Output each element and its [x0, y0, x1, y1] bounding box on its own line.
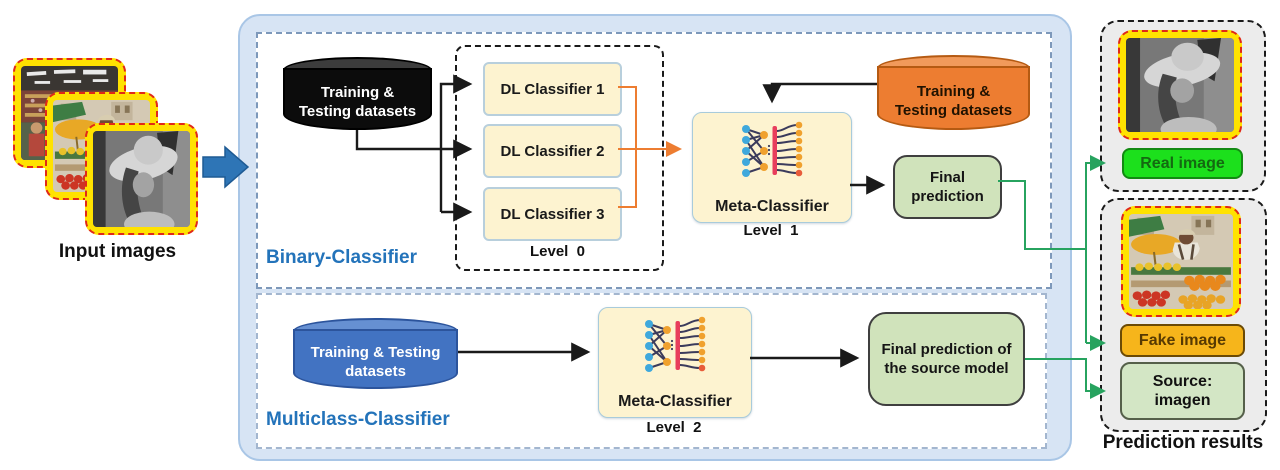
source-model-tag: Source: imagen — [1120, 362, 1245, 420]
prediction-results-label: Prediction results — [1102, 432, 1264, 453]
multiclass-datasets-text: Training & Testing datasets — [310, 343, 441, 380]
multiclass-classifier-label: Multiclass-Classifier — [266, 409, 450, 430]
binary-meta-label: Meta-Classifier — [715, 198, 829, 215]
input-image-lena — [85, 123, 198, 235]
level1-label: Level 1 — [743, 222, 799, 239]
level0-label: Level 0 — [529, 243, 586, 260]
real-image-tag: Real image — [1122, 148, 1243, 179]
multiclass-meta-classifier: Meta-Classifier — [598, 307, 752, 418]
binary-final-prediction: Final prediction — [893, 155, 1002, 219]
result-image-real — [1118, 30, 1242, 140]
cylinder-body — [283, 68, 432, 130]
result-image-fake — [1121, 206, 1241, 317]
market-photo — [1129, 214, 1233, 309]
binary-datasets-cylinder: Training & Testing datasets — [283, 57, 432, 130]
multiclass-meta-label: Meta-Classifier — [618, 393, 732, 410]
multiclass-final-prediction: Final prediction of the source model — [868, 312, 1025, 406]
cylinder-body — [877, 66, 1030, 130]
input-images-label: Input images — [58, 241, 177, 262]
fake-image-tag: Fake image — [1120, 324, 1245, 357]
binary-classifier-label: Binary-Classifier — [266, 247, 418, 268]
lena-photo — [1126, 38, 1234, 132]
meta-datasets-text: Training & Testing datasets — [894, 82, 1013, 119]
neural-network-icon — [741, 121, 804, 178]
dl-classifier-2: DL Classifier 2 — [483, 124, 622, 178]
level2-label: Level 2 — [646, 419, 702, 436]
lena-photo — [93, 131, 190, 227]
binary-meta-classifier: Meta-Classifier — [692, 112, 852, 223]
multiclass-datasets-cylinder: Training & Testing datasets — [293, 318, 458, 389]
dl-classifier-3: DL Classifier 3 — [483, 187, 622, 241]
meta-datasets-cylinder: Training & Testing datasets — [877, 55, 1030, 130]
neural-network-icon — [644, 316, 707, 373]
binary-datasets-text: Training & Testing datasets — [298, 83, 417, 120]
cylinder-body — [293, 329, 458, 389]
dl-classifier-1: DL Classifier 1 — [483, 62, 622, 116]
